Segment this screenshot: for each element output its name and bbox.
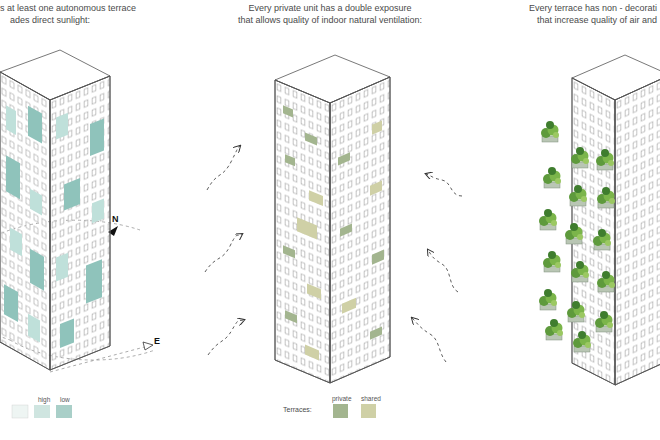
caption-text: that allows quality of indoor natural ve…	[180, 15, 480, 26]
legend-swatch	[34, 405, 50, 418]
caption-text: s at least one autonomous terrace	[0, 3, 127, 14]
legend-title: Terraces:	[283, 406, 312, 414]
legend-swatch	[56, 405, 72, 418]
compass-label: E	[154, 336, 160, 347]
legend-swatch	[361, 404, 376, 418]
legend-text: private	[332, 395, 352, 403]
caption-text: ades direct sunlight:	[0, 15, 90, 26]
caption-text: Every terrace has non - decorati	[529, 3, 657, 14]
caption-text: that increase quality of air and	[537, 15, 657, 26]
compass-label: N	[112, 214, 119, 225]
legend-text: high	[38, 396, 50, 404]
legend-swatch	[333, 404, 348, 418]
legend-text: low	[60, 396, 70, 404]
legend-text: shared	[361, 395, 381, 403]
caption-text: Every private unit has a double exposure	[180, 3, 480, 14]
